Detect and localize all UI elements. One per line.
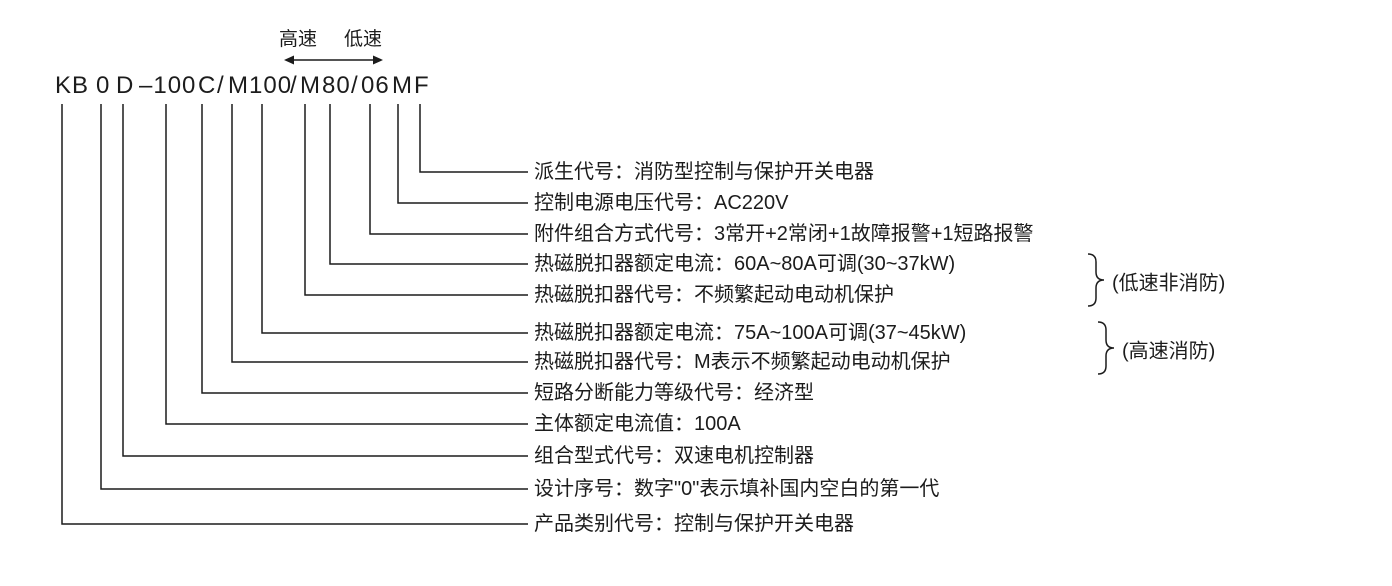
description-combination-type: 组合型式代号：双速电机控制器 [534, 445, 814, 467]
code-segment-m-low: M [300, 72, 321, 99]
low-speed-group-label: (低速非消防) [1112, 272, 1226, 295]
description-breaking-capacity: 短路分断能力等级代号：经济型 [534, 382, 814, 404]
leader-line-rated-current [165, 104, 528, 425]
code-segment-0: 0 [96, 72, 111, 99]
leader-line-high-speed-current [261, 104, 528, 334]
description-control-voltage: 控制电源电压代号：AC220V [534, 192, 789, 214]
code-separator-2: / [290, 72, 298, 99]
code-segment-80: 80 [322, 72, 351, 99]
leader-line-low-speed-current [329, 104, 528, 265]
speed-arrow-left-head [284, 55, 294, 65]
high-speed-group-brace [1097, 321, 1115, 375]
code-separator-3: / [351, 72, 359, 99]
leader-line-breaking-capacity [201, 104, 528, 394]
code-segment-kb: KB [55, 72, 90, 99]
code-segment-d: D [116, 72, 135, 99]
speed-arrow-right-head [373, 55, 383, 65]
code-segment-m-ctrl: M [392, 72, 413, 99]
high-speed-group-label: (高速消防) [1122, 340, 1216, 363]
description-high-speed-release-code: 热磁脱扣器代号：M表示不频繁起动电动机保护 [534, 351, 951, 373]
description-low-speed-release-code: 热磁脱扣器代号：不频繁起动电动机保护 [534, 284, 894, 306]
description-high-speed-current: 热磁脱扣器额定电流：75A~100A可调(37~45kW) [534, 322, 967, 344]
description-design-serial: 设计序号：数字"0"表示填补国内空白的第一代 [534, 478, 940, 500]
high-speed-label: 高速 [279, 29, 318, 50]
code-segment-06: 06 [361, 72, 390, 99]
low-speed-group-brace [1087, 253, 1105, 307]
code-segment-c: C [198, 72, 217, 99]
code-segment-f: F [414, 72, 430, 99]
leader-line-design-serial [100, 104, 528, 490]
leader-line-high-speed-release-code [231, 104, 528, 363]
leader-line-product-category [61, 104, 528, 525]
description-low-speed-current: 热磁脱扣器额定电流：60A~80A可调(30~37kW) [534, 253, 956, 275]
code-segment-m100: M100 [228, 72, 293, 99]
leader-line-derived-code [419, 104, 528, 173]
description-derived-code: 派生代号：消防型控制与保护开关电器 [534, 161, 874, 183]
description-accessory-combination: 附件组合方式代号：3常开+2常闭+1故障报警+1短路报警 [534, 223, 1034, 245]
leader-line-accessory-combination [369, 104, 528, 235]
leader-line-combination-type [122, 104, 528, 457]
code-separator-1: / [217, 72, 225, 99]
description-rated-current: 主体额定电流值：100A [534, 413, 741, 435]
code-segment-100: –100 [139, 72, 197, 99]
low-speed-label: 低速 [344, 29, 383, 50]
leader-line-control-voltage [397, 104, 528, 204]
description-product-category: 产品类别代号：控制与保护开关电器 [534, 513, 854, 535]
leader-line-low-speed-release-code [304, 104, 528, 296]
